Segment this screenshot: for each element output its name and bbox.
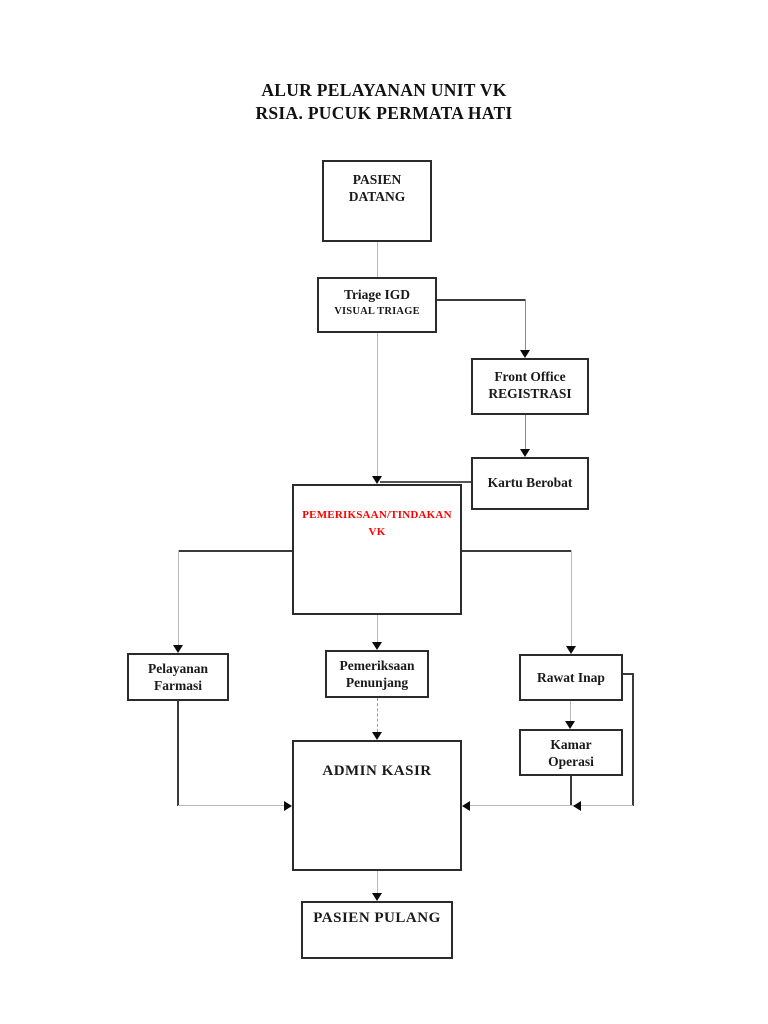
node-front-office: Front Office REGISTRASI [471, 358, 589, 415]
node-label: REGISTRASI [488, 386, 572, 401]
node-label: Triage IGD [343, 287, 411, 302]
node-label-alert: PEMERIKSAAN/TINDAKAN VK [302, 509, 452, 538]
connector-pemeriksaan-right [462, 550, 572, 552]
arrowhead-into-kartu [520, 449, 530, 457]
connector-kartu-pemeriksaan [380, 481, 471, 483]
connector-rightloop-down [632, 673, 634, 806]
connector-rawatinap-rightout [623, 673, 634, 675]
node-sublabel: VISUAL TRIAGE [334, 306, 420, 317]
page-title-line2: RSIA. PUCUK PERMATA HATI [255, 103, 513, 123]
arrowhead-into-penunjang [372, 642, 382, 650]
connector-down-frontoffice [525, 299, 526, 350]
node-pasien-datang: PASIEN DATANG [322, 160, 432, 242]
arrowhead-into-adminkasir-right [462, 801, 470, 811]
node-label: ADMIN KASIR [322, 763, 432, 779]
connector-penunjang-adminkasir [377, 698, 378, 732]
page-title-line1: ALUR PELAYANAN UNIT VK [261, 80, 507, 100]
connector-pemeriksaan-penunjang [377, 615, 378, 642]
connector-adminkasir-pulang [377, 871, 378, 893]
arrowhead-into-kamaroperasi [565, 721, 575, 729]
connector-kamaroperasi-down [570, 776, 572, 806]
arrowhead-into-pulang [372, 893, 382, 901]
node-label: PASIEN [352, 172, 402, 187]
arrowhead-into-adminkasir-left [284, 801, 292, 811]
node-label: Kamar [550, 737, 592, 752]
arrowhead-mid-left [573, 801, 581, 811]
node-label: Rawat Inap [537, 670, 605, 685]
arrowhead-into-pemeriksaan [372, 476, 382, 484]
node-label: Pelayanan [147, 661, 208, 676]
connector-farmasi-down [177, 701, 179, 806]
node-label: PASIEN PULANG [313, 910, 441, 926]
connector-rawatinap-kamaroperasi [570, 701, 571, 721]
arrowhead-into-frontoffice [520, 350, 530, 358]
node-pemeriksaan-tindakan-vk: PEMERIKSAAN/TINDAKAN VK [292, 484, 462, 615]
node-pasien-pulang: PASIEN PULANG [301, 901, 453, 959]
node-label: Farmasi [154, 678, 202, 693]
node-kartu-berobat: Kartu Berobat [471, 457, 589, 510]
page-title: ALUR PELAYANAN UNIT VK RSIA. PUCUK PERMA… [0, 79, 768, 125]
node-label: Front Office [494, 369, 566, 384]
node-label: DATANG [348, 189, 406, 204]
connector-left-into-adminkasir [178, 805, 284, 806]
connector-right-into-adminkasir [470, 805, 633, 806]
connector-down-farmasi [178, 550, 179, 645]
node-label: Operasi [548, 754, 594, 769]
node-pemeriksaan-penunjang: Pemeriksaan Penunjang [325, 650, 429, 698]
node-label: Penunjang [345, 675, 409, 690]
arrowhead-into-farmasi [173, 645, 183, 653]
connector-frontoffice-kartu [525, 415, 526, 449]
node-triage-igd: Triage IGD VISUAL TRIAGE [317, 277, 437, 333]
connector-down-rawatinap [571, 550, 572, 646]
node-rawat-inap: Rawat Inap [519, 654, 623, 701]
node-admin-kasir: ADMIN KASIR [292, 740, 462, 871]
connector-triage-pemeriksaan [377, 333, 378, 477]
connector-datang-triage [377, 242, 378, 277]
node-label: Kartu Berobat [487, 475, 573, 490]
connector-triage-right [437, 299, 526, 301]
arrowhead-into-adminkasir-top [372, 732, 382, 740]
node-pelayanan-farmasi: Pelayanan Farmasi [127, 653, 229, 701]
connector-pemeriksaan-left [178, 550, 292, 552]
node-label: Pemeriksaan [339, 658, 415, 673]
node-kamar-operasi: Kamar Operasi [519, 729, 623, 776]
arrowhead-into-rawatinap [566, 646, 576, 654]
